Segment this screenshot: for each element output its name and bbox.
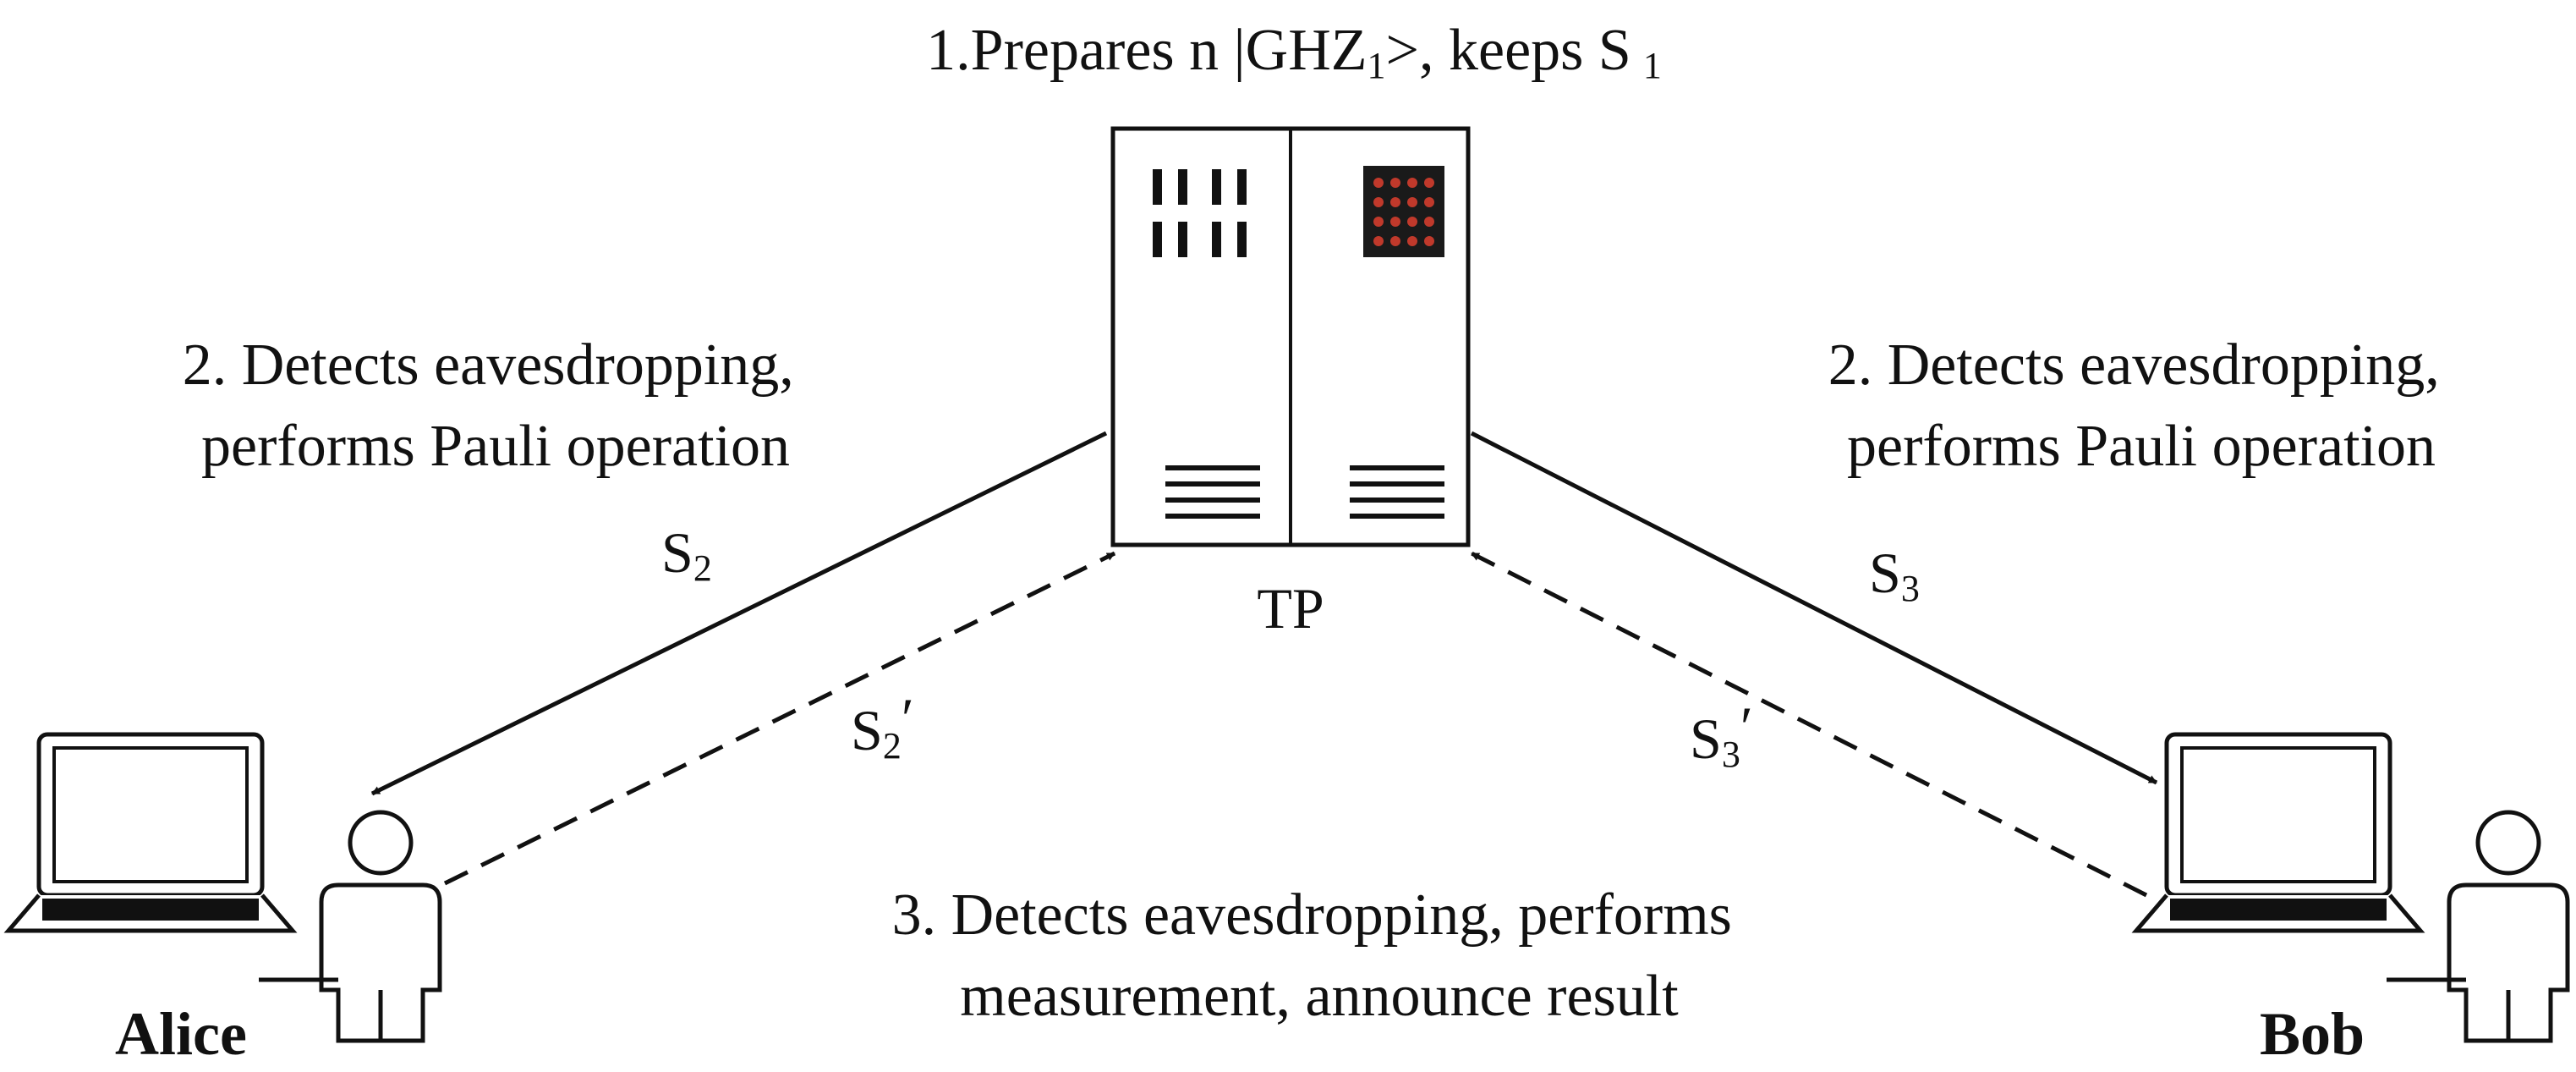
right-note: 2. Detects eavesdropping, performs Pauli…: [1828, 333, 2455, 479]
edge-s2-base: S: [661, 520, 693, 585]
ket-state-subscript: 1: [1367, 45, 1386, 86]
left-note-line2: performs Pauli operation: [201, 414, 790, 479]
person-icon: [259, 810, 442, 1043]
edge-s2-prime-subscript: 2: [883, 725, 902, 767]
server-led-dots: [1373, 178, 1434, 246]
led-dot: [1390, 197, 1400, 207]
left-note-line1: 2. Detects eavesdropping,: [183, 333, 794, 398]
edge-s3-prime-label: S3′: [1690, 695, 1753, 775]
laptop-icon: [3, 732, 298, 933]
edge-s2-prime-base: S: [851, 698, 883, 762]
led-dot: [1424, 197, 1434, 207]
right-note-line1: 2. Detects eavesdropping,: [1828, 333, 2440, 398]
bottom-note-line2: measurement, announce result: [960, 964, 1679, 1029]
bottom-note: 3. Detects eavesdropping, performs measu…: [892, 882, 1747, 1029]
bottom-note-line1: 3. Detects eavesdropping, performs: [892, 882, 1732, 948]
edge-s3-prime-arrow: [1470, 551, 2148, 898]
led-dot: [1373, 178, 1384, 188]
edge-s3-prime-mark: ′: [1740, 695, 1753, 759]
led-dot: [1424, 217, 1434, 227]
led-dot: [1407, 197, 1417, 207]
edge-s2-subscript: 2: [693, 547, 712, 589]
server-rack-icon: [1110, 126, 1471, 547]
edge-s2-prime-mark: ′: [902, 686, 914, 750]
led-dot: [1373, 197, 1384, 207]
caption-suffix-subscript: 1: [1643, 45, 1662, 86]
person-icon: [2387, 810, 2570, 1043]
edge-s3-prime-base: S: [1690, 706, 1722, 771]
led-dot: [1390, 178, 1400, 188]
ket-open: |: [1234, 18, 1246, 83]
caption-suffix: , keeps S: [1419, 18, 1631, 83]
edge-s3-arrow: [1470, 431, 2158, 785]
ket-state: GHZ: [1246, 18, 1367, 83]
edge-s3-base: S: [1869, 541, 1901, 605]
edge-s2-label: S2: [661, 520, 712, 589]
edge-s2-arrow: [370, 431, 1108, 796]
led-dot: [1390, 236, 1400, 246]
left-note: 2. Detects eavesdropping, performs Pauli…: [183, 333, 809, 479]
edge-s2-prime-label: S2′: [851, 686, 914, 767]
laptop-icon: [2131, 732, 2425, 933]
edge-s2-prime-arrow: [443, 551, 1116, 886]
participant-bob: Bob: [2260, 1000, 2365, 1068]
edge-s3-label: S3: [1869, 541, 1920, 609]
led-dot: [1424, 236, 1434, 246]
led-dot: [1407, 236, 1417, 246]
edge-s3-subscript: 3: [1901, 568, 1920, 609]
led-dot: [1407, 217, 1417, 227]
led-dot: [1407, 178, 1417, 188]
right-note-line2: performs Pauli operation: [1847, 414, 2436, 479]
participant-alice: Alice: [115, 1000, 247, 1068]
server-label: TP: [1257, 576, 1324, 640]
led-dot: [1390, 217, 1400, 227]
led-dot: [1373, 236, 1384, 246]
edge-s3-prime-subscript: 3: [1722, 734, 1740, 775]
led-dot: [1373, 217, 1384, 227]
caption-prefix: 1.Prepares n: [926, 18, 1234, 83]
ket-close: >: [1386, 18, 1419, 83]
led-dot: [1424, 178, 1434, 188]
